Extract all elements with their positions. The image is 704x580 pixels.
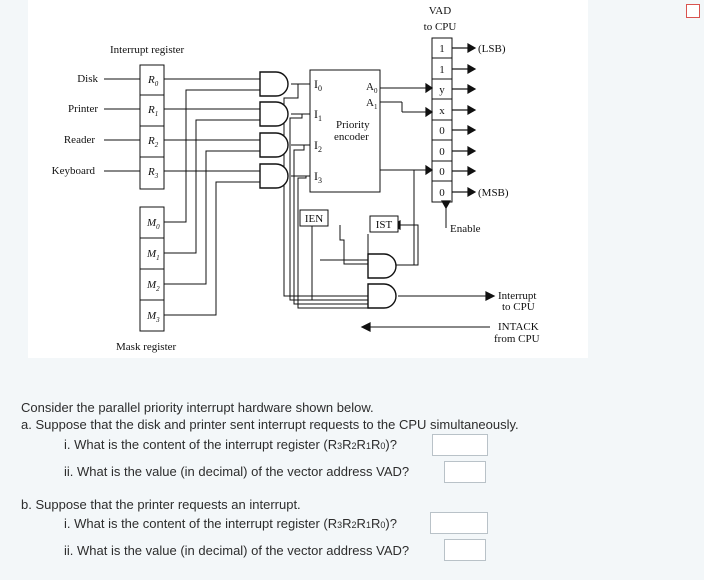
wires: [164, 78, 490, 328]
r3-label: R3: [147, 166, 159, 180]
m3-label: M3: [146, 310, 160, 324]
ien-box: IEN: [299, 209, 329, 227]
vad-bit-4: 0: [439, 125, 445, 137]
and-gate-2: [259, 132, 289, 158]
enc-out-0: A0: [366, 81, 378, 95]
and-gate-0: [259, 71, 289, 97]
control-gates: [367, 253, 397, 309]
question-part-b: b. Suppose that the printer requests an …: [21, 497, 301, 512]
interrupt-to-cpu-1: Interrupt: [498, 290, 536, 302]
answer-a-i-input[interactable]: [432, 434, 488, 456]
ist-label: IST: [376, 219, 393, 231]
device-keyboard: Keyboard: [52, 165, 96, 177]
question-b-ii: ii. What is the value (in decimal) of th…: [64, 543, 410, 558]
vad-bit-7: 0: [439, 187, 445, 199]
vad-to-cpu: to CPU: [424, 21, 457, 33]
and-gate-3: [259, 163, 289, 189]
r0-label: R0: [147, 74, 159, 88]
enable-label: Enable: [450, 223, 481, 235]
mask-register-label: Mask register: [116, 341, 177, 353]
priority-encoder: I0 I1 I2 I3 A0 A1 Priority encoder: [309, 69, 381, 193]
vad-title: VAD: [429, 5, 451, 17]
answer-a-ii-input[interactable]: [444, 461, 486, 483]
device-disk: Disk: [77, 73, 98, 85]
and-gates: [259, 71, 289, 189]
intack-2: from CPU: [494, 333, 540, 345]
mask-register: M0 M1 M2 M3: [139, 206, 165, 332]
m1-label: M1: [146, 248, 160, 262]
corner-checkbox[interactable]: [686, 4, 700, 18]
answer-b-ii-input[interactable]: [444, 539, 486, 561]
question-a-i: i. What is the content of the interrupt …: [64, 437, 397, 452]
device-reader: Reader: [64, 134, 95, 146]
answer-b-i-input[interactable]: [430, 512, 488, 534]
question-a-ii: ii. What is the value (in decimal) of th…: [64, 464, 410, 479]
m2-label: M2: [146, 279, 160, 293]
question-b-i: i. What is the content of the interrupt …: [64, 516, 397, 531]
question-intro: Consider the parallel priority interrupt…: [21, 400, 374, 415]
interrupt-hardware-diagram: VAD to CPU Interrupt register Mask regis…: [52, 5, 540, 353]
device-printer: Printer: [68, 103, 98, 115]
encoder-name-1: Priority: [336, 119, 370, 131]
enc-out-1: A1: [366, 97, 378, 111]
m0-label: M0: [146, 217, 160, 231]
interrupt-register: R0 R1 R2 R3: [139, 64, 165, 190]
intack-1: INTACK: [498, 321, 539, 333]
question-part-a: a. Suppose that the disk and printer sen…: [21, 417, 519, 432]
vad-bit-2: y: [439, 84, 445, 96]
vad-bit-3: x: [439, 105, 445, 117]
vad-bit-1: 1: [439, 64, 445, 76]
r2-label: R2: [147, 135, 159, 149]
vad-output-arrows: [360, 42, 496, 332]
diagram-panel: VAD to CPU Interrupt register Mask regis…: [28, 0, 588, 358]
vad-bit-6: 0: [439, 166, 445, 178]
ist-box: IST: [369, 215, 399, 233]
encoder-name-2: encoder: [334, 131, 369, 143]
msb-label: (MSB): [478, 187, 509, 199]
enc-in-2: I2: [314, 138, 322, 154]
vad-bit-5: 0: [439, 146, 445, 158]
vad-register: 1 1 y x 0 0 0 0: [431, 37, 453, 203]
lsb-label: (LSB): [478, 43, 506, 55]
and-gate-interrupt: [367, 283, 397, 309]
interrupt-register-label: Interrupt register: [110, 44, 185, 56]
and-gate-1: [259, 101, 289, 127]
vad-bit-0: 1: [439, 43, 445, 55]
enc-in-3: I3: [314, 169, 322, 185]
enc-in-1: I1: [314, 107, 322, 123]
and-gate-ist: [367, 253, 397, 279]
ien-label: IEN: [305, 213, 323, 225]
r1-label: R1: [147, 104, 158, 118]
enc-in-0: I0: [314, 77, 322, 93]
interrupt-to-cpu-2: to CPU: [502, 301, 535, 313]
